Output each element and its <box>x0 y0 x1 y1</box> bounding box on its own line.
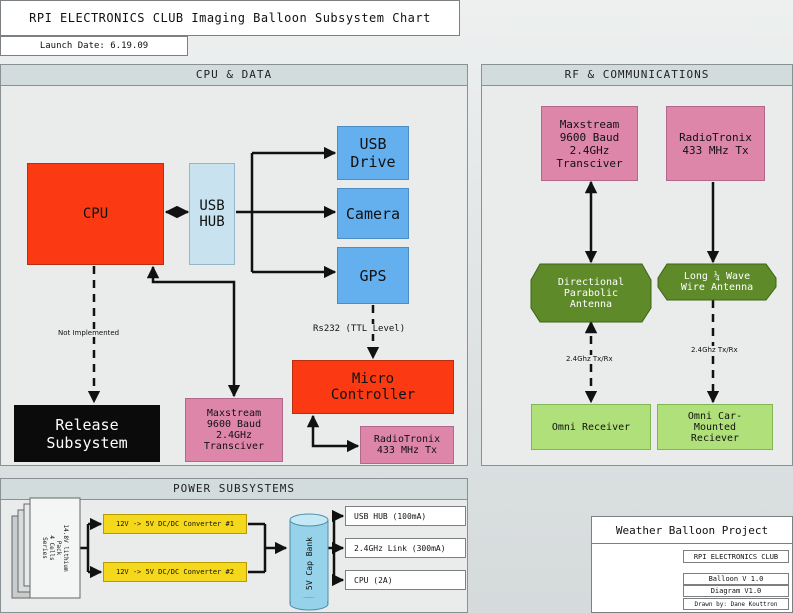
power-panel-title: POWER SUBSYSTEMS <box>1 479 467 500</box>
cap-bank-shape <box>289 513 329 611</box>
directional-antenna-label: Directional Parabolic Antenna <box>557 276 625 310</box>
release-subsystem-box: Release Subsystem <box>14 405 160 462</box>
rf-radiotronix-box: RadioTronix 433 MHz Tx <box>666 106 765 181</box>
omni-car-receiver-box: Omni Car- Mounted Reciever <box>657 404 773 450</box>
cpu-data-panel-title: CPU & DATA <box>1 65 467 86</box>
output-usb-hub: USB HUB (100mA) <box>345 506 466 526</box>
gps-box: GPS <box>337 247 409 304</box>
output-cpu: CPU (2A) <box>345 570 466 590</box>
cpu-radiotronix-box: RadioTronix 433 MHz Tx <box>360 426 454 464</box>
omni-receiver-box: Omni Receiver <box>531 404 651 450</box>
directional-antenna-shape <box>530 263 652 323</box>
diagram-version: Diagram V1.0 <box>683 585 789 597</box>
balloon-version: Balloon V 1.0 <box>683 573 789 585</box>
cpu-box: CPU <box>27 163 164 265</box>
camera-box: Camera <box>337 188 409 239</box>
micro-radiotronix-link <box>306 414 360 453</box>
battery-pack-shape <box>11 497 81 599</box>
rf-panel-title: RF & COMMUNICATIONS <box>482 65 792 86</box>
wire-antenna-label: Long ¼ Wave Wire Antenna <box>680 271 754 293</box>
micro-controller-box: Micro Controller <box>292 360 454 414</box>
not-implemented-label: Not Implemented <box>56 329 122 337</box>
converter-2-box: 12V -> 5V DC/DC Converter #2 <box>103 562 247 582</box>
rf-link-label-1: 2.4Ghz Tx/Rx <box>564 355 615 363</box>
cpu-maxstream-link <box>146 265 241 398</box>
diagram-title: RPI ELECTRONICS CLUB Imaging Balloon Sub… <box>0 0 460 36</box>
wire-antenna-shape <box>657 263 777 301</box>
rf-link-label-2: 2.4Ghz Tx/Rx <box>689 346 740 354</box>
drawn-by: Drawn by: Dane Kouttron <box>683 598 789 610</box>
usb-hub-box: USB HUB <box>189 163 235 265</box>
club-name: RPI ELECTRONICS CLUB <box>683 550 789 563</box>
cap-bank-label: 5V Cap Bank <box>304 536 314 590</box>
rs232-label: Rs232 (TTL Level) <box>311 324 408 334</box>
rf-maxstream-box: Maxstream 9600 Baud 2.4GHz Transciver <box>541 106 638 181</box>
converter-1-box: 12V -> 5V DC/DC Converter #1 <box>103 514 247 534</box>
battery-pack-label: 14.8V lithium Pack 4 Cells Series <box>41 524 69 572</box>
usb-drive-box: USB Drive <box>337 126 409 180</box>
project-title: Weather Balloon Project <box>592 517 792 544</box>
output-24ghz-link: 2.4GHz Link (300mA) <box>345 538 466 558</box>
launch-date: Launch Date: 6.19.09 <box>0 36 188 56</box>
cpu-maxstream-box: Maxstream 9600 Baud 2.4GHz Transciver <box>185 398 283 462</box>
